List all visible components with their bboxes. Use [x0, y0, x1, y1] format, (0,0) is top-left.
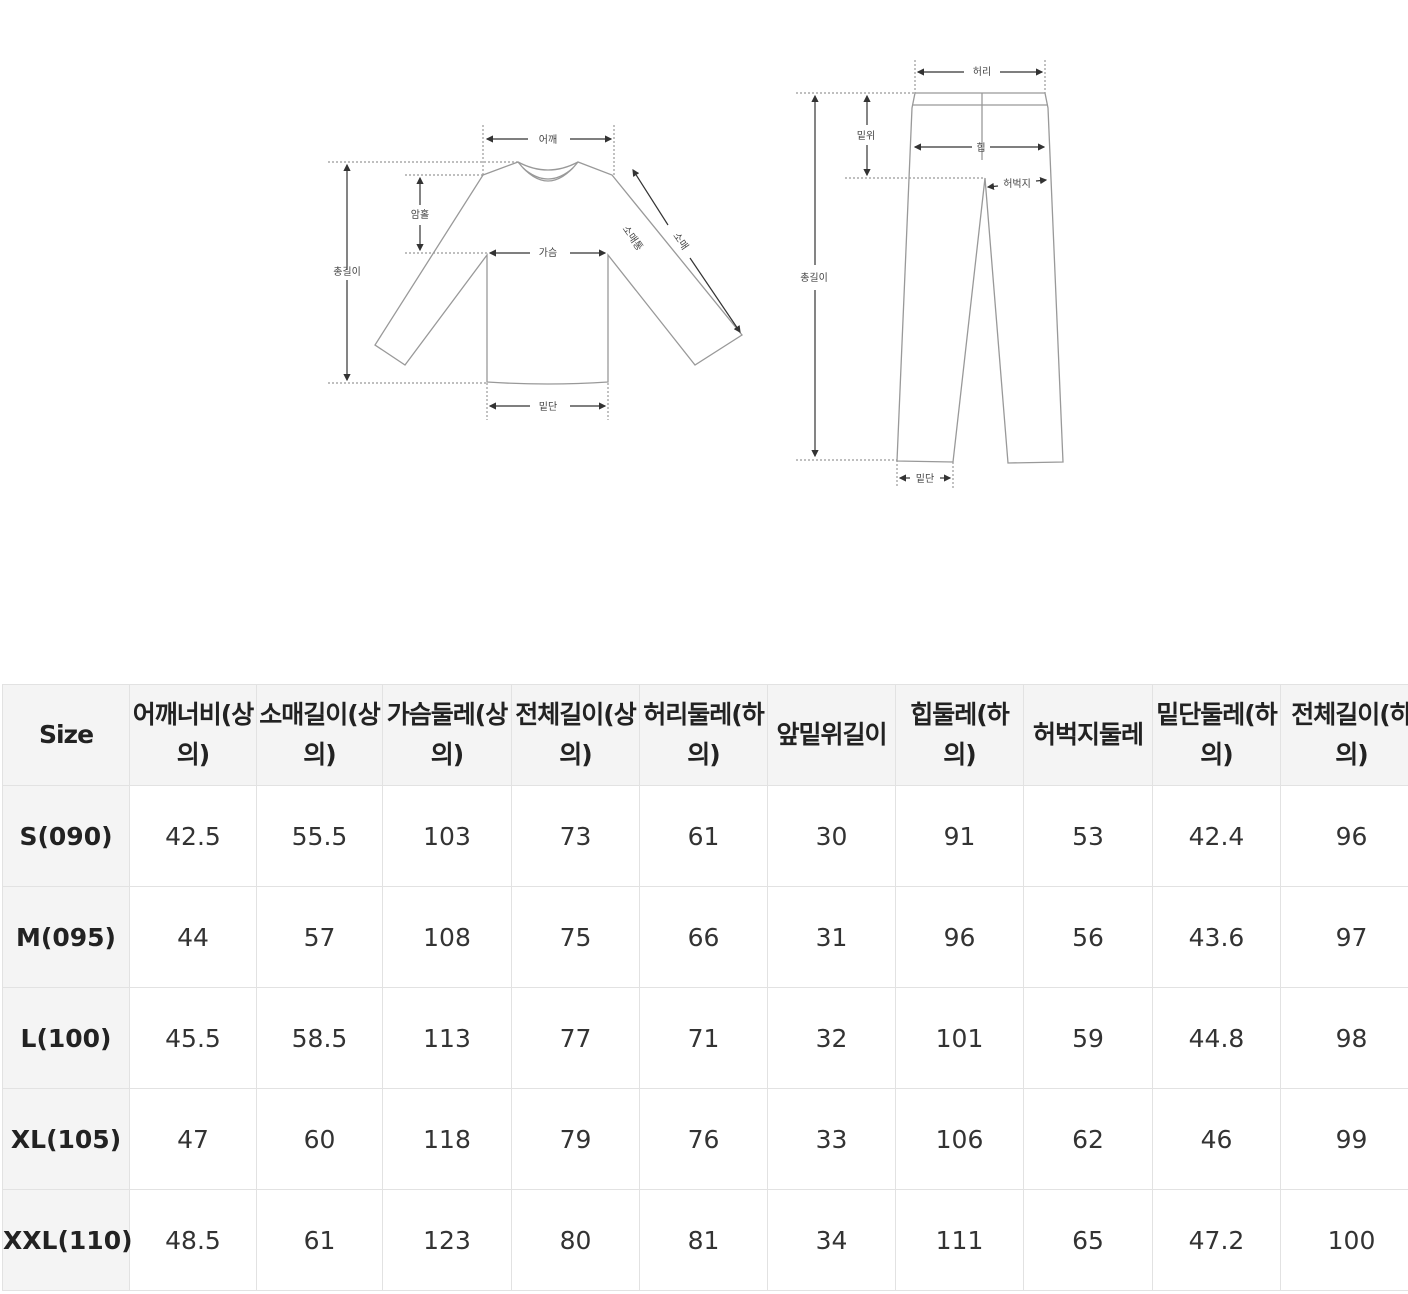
measurement-cell: 47.2 [1152, 1189, 1281, 1291]
measurement-cell: 47 [129, 1088, 257, 1190]
column-header: 허벅지둘레 [1023, 684, 1153, 786]
top-measure-lines [328, 125, 741, 420]
label-bottom-hem: 밑단 [916, 473, 934, 485]
size-cell: L(100) [2, 987, 130, 1089]
measurement-cell: 42.5 [129, 785, 257, 887]
size-cell: XL(105) [2, 1088, 130, 1190]
measurement-cell: 80 [511, 1189, 640, 1291]
measurement-cell: 73 [511, 785, 640, 887]
measurement-cell: 101 [895, 987, 1024, 1089]
bottom-garment-illustration [896, 92, 1064, 464]
column-header: 소매길이(상의) [256, 684, 383, 786]
measurement-cell: 77 [511, 987, 640, 1089]
measurement-cell: 30 [767, 785, 896, 887]
measurement-cell: 118 [382, 1088, 512, 1190]
measurement-cell: 42.4 [1152, 785, 1281, 887]
measurement-cell: 61 [256, 1189, 383, 1291]
measurement-cell: 91 [895, 785, 1024, 887]
measurement-cell: 55.5 [256, 785, 383, 887]
measurement-cell: 60 [256, 1088, 383, 1190]
measurement-cell: 81 [639, 1189, 768, 1291]
measurement-cell: 103 [382, 785, 512, 887]
label-top-hem: 밑단 [539, 401, 557, 413]
column-header: 앞밑위길이 [767, 684, 896, 786]
column-header: 힙둘레(하의) [895, 684, 1024, 786]
measurement-cell: 111 [895, 1189, 1024, 1291]
measurement-cell: 45.5 [129, 987, 257, 1089]
size-cell: XXL(110) [2, 1189, 133, 1291]
label-sleeve: 소매 [670, 230, 690, 252]
label-thigh: 허벅지 [1003, 178, 1031, 190]
measurement-cell: 106 [895, 1088, 1024, 1190]
measurement-cell: 100 [1280, 1189, 1408, 1291]
column-header: 밑단둘레(하의) [1152, 684, 1281, 786]
measurement-cell: 46 [1152, 1088, 1281, 1190]
label-sleeve-width: 소매통 [620, 224, 646, 253]
measurement-cell: 96 [895, 886, 1024, 988]
column-header: 어깨너비(상의) [129, 684, 257, 786]
measurement-cell: 79 [511, 1088, 640, 1190]
measurement-cell: 97 [1280, 886, 1408, 988]
measurement-cell: 76 [639, 1088, 768, 1190]
measurement-cell: 53 [1023, 785, 1153, 887]
measurement-cell: 113 [382, 987, 512, 1089]
measurement-cell: 66 [639, 886, 768, 988]
measurement-cell: 56 [1023, 886, 1153, 988]
measurement-cell: 62 [1023, 1088, 1153, 1190]
measurement-cell: 31 [767, 886, 896, 988]
label-bottom-total-length: 총길이 [800, 271, 828, 284]
label-rise: 밑위 [857, 129, 875, 142]
label-top-total-length: 총길이 [333, 265, 361, 278]
measurement-cell: 71 [639, 987, 768, 1089]
measurement-cell: 57 [256, 886, 383, 988]
measurement-cell: 33 [767, 1088, 896, 1190]
measurement-cell: 61 [639, 785, 768, 887]
measurement-cell: 44.8 [1152, 987, 1281, 1089]
column-header: 전체길이(하의) [1280, 684, 1408, 786]
measurement-cell: 123 [382, 1189, 512, 1291]
measurement-cell: 34 [767, 1189, 896, 1291]
label-hip: 힙 [976, 142, 985, 154]
measurement-cell: 99 [1280, 1088, 1408, 1190]
measurement-cell: 75 [511, 886, 640, 988]
measurement-cell: 108 [382, 886, 512, 988]
label-armhole: 암홀 [411, 208, 429, 221]
bottom-measure-lines [796, 60, 1048, 488]
column-header: 전체길이(상의) [511, 684, 640, 786]
label-chest: 가슴 [539, 247, 557, 259]
measurement-cell: 58.5 [256, 987, 383, 1089]
size-cell: M(095) [2, 886, 130, 988]
measurement-cell: 96 [1280, 785, 1408, 887]
measurement-cell: 48.5 [129, 1189, 257, 1291]
column-header: 허리둘레(하의) [639, 684, 768, 786]
label-waist: 허리 [973, 66, 991, 78]
size-cell: S(090) [2, 785, 130, 887]
label-shoulder: 어깨 [539, 134, 557, 146]
measurement-cell: 44 [129, 886, 257, 988]
column-header: 가슴둘레(상의) [382, 684, 512, 786]
top-garment-illustration [374, 161, 743, 385]
measurement-cell: 32 [767, 987, 896, 1089]
measurement-cell: 65 [1023, 1189, 1153, 1291]
measurement-cell: 43.6 [1152, 886, 1281, 988]
size-diagram: 어깨 암홀 총길이 가슴 소매통 소매 밑단 허리 밑위 힙 허벅지 총길이 밑… [328, 60, 1064, 488]
measurement-cell: 59 [1023, 987, 1153, 1089]
column-header: Size [2, 684, 130, 786]
measurement-cell: 98 [1280, 987, 1408, 1089]
